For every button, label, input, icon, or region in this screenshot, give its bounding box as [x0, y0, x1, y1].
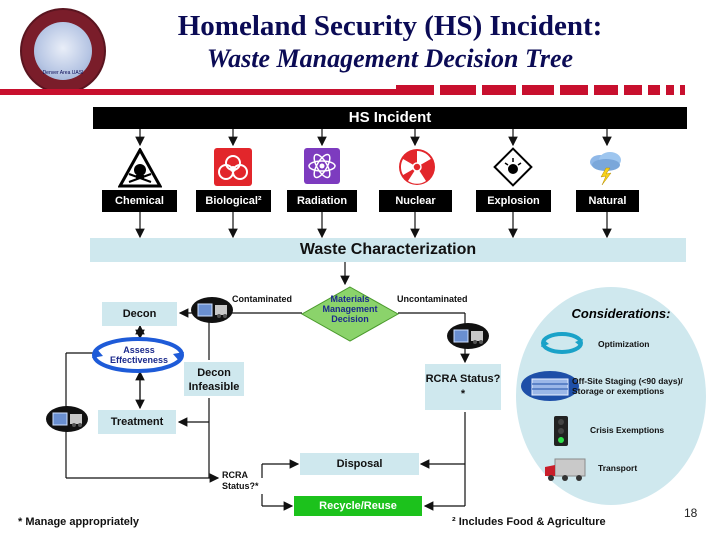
consideration-optimization: Optimization — [598, 339, 650, 349]
consideration-off-site-staging: Off-Site Staging (<90 days)/ Storage or … — [572, 376, 683, 396]
truck-icon — [545, 458, 586, 481]
rcra-status-right-box: RCRA Status?* — [425, 364, 501, 410]
recycle-reuse-box: Recycle/Reuse — [294, 496, 422, 516]
explosive-warning-icon — [493, 147, 533, 187]
decision-label: Materials Management Decision — [322, 294, 378, 324]
atom-icon — [304, 148, 340, 184]
category-natural: Natural — [576, 190, 639, 212]
category-nuclear: Nuclear — [379, 190, 452, 212]
uncontaminated-label: Uncontaminated — [397, 294, 468, 304]
category-chemical: Chemical — [102, 190, 177, 212]
hs-incident-bar: HS Incident — [93, 107, 687, 129]
facility-icon — [46, 406, 88, 432]
seal-center: Denver Area UASI — [34, 22, 92, 80]
page-subtitle: Waste Management Decision Tree — [206, 44, 574, 73]
denver-uasi-seal: Denver Area UASI — [20, 8, 106, 94]
footnote-food-agriculture: ² Includes Food & Agriculture — [452, 516, 606, 528]
page-number: 18 — [684, 506, 698, 520]
page-title: Homeland Security (HS) Incident: — [177, 10, 603, 42]
consideration-transport: Transport — [598, 463, 638, 473]
cycle-arrows-icon — [541, 332, 583, 354]
facility-icon — [447, 323, 489, 349]
footnote-manage: * Manage appropriately — [18, 516, 140, 528]
cycle-arrows-icon — [92, 337, 184, 373]
contaminated-label: Contaminated — [232, 294, 293, 304]
considerations-title: Considerations: — [571, 306, 671, 321]
consideration-crisis-exemptions: Crisis Exemptions — [590, 425, 665, 435]
decision-diamond — [300, 286, 400, 342]
decon-infeasible-box: Decon Infeasible — [184, 362, 244, 396]
category-explosion: Explosion — [476, 190, 551, 212]
skull-warning-icon — [118, 148, 162, 188]
seal-caption: Denver Area UASI — [42, 70, 84, 76]
treatment-box: Treatment — [98, 410, 176, 434]
disposal-box: Disposal — [300, 453, 419, 475]
radiation-trefoil-icon — [399, 149, 435, 185]
category-radiation: Radiation — [287, 190, 357, 212]
biohazard-icon — [214, 148, 252, 186]
warehouse-icon — [521, 371, 579, 401]
facility-icon — [191, 297, 233, 323]
storm-cloud-icon — [590, 152, 621, 186]
decon-box: Decon — [102, 302, 177, 326]
waste-characterization-bar: Waste Characterization — [90, 238, 686, 262]
rcra-status-bottom-label: RCRA Status?* — [222, 470, 259, 491]
category-biological: Biological² — [196, 190, 271, 212]
assess-effectiveness-label: Assess Effectiveness — [109, 345, 169, 365]
header-divider — [0, 85, 685, 95]
traffic-light-icon — [554, 416, 568, 446]
